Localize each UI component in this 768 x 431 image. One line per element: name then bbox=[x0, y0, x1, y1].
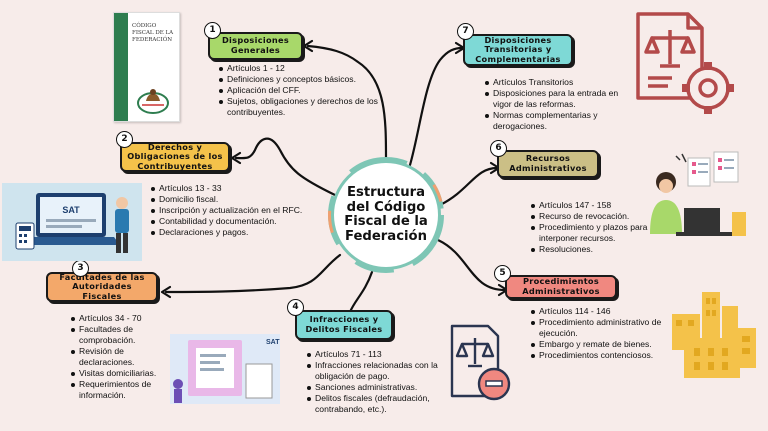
sat-documents-illustration: SAT bbox=[170, 334, 280, 404]
section-6-list: Artículos 147 - 158 Recurso de revocació… bbox=[528, 200, 669, 255]
section-6-item: Recurso de revocación. bbox=[531, 211, 669, 222]
section-4-title: Infracciones y Delitos Fiscales bbox=[305, 314, 383, 334]
section-5-item: Procedimientos contenciosos. bbox=[531, 350, 679, 361]
sat-logo-text: SAT bbox=[62, 205, 80, 215]
center-title: Estructura del Código Fiscal de la Feder… bbox=[331, 160, 441, 270]
book-cover-image: CÓDIGO FISCAL DE LA FEDERACIÓN bbox=[113, 12, 180, 122]
section-1-item: Artículos 1 - 12 bbox=[219, 63, 387, 74]
section-7-item: Artículos Transitorios bbox=[485, 77, 633, 88]
connector-7 bbox=[408, 46, 464, 167]
section-3-number: 3 bbox=[72, 260, 89, 277]
section-3-item: Requerimientos de información. bbox=[71, 379, 179, 401]
section-5-item: Embargo y remate de bienes. bbox=[531, 339, 679, 350]
section-5-item: Artículos 114 - 146 bbox=[531, 306, 679, 317]
connector-6 bbox=[438, 166, 499, 207]
arrow-1 bbox=[302, 39, 314, 53]
section-3-item: Revisión de declaraciones. bbox=[71, 346, 179, 368]
law-document-icon bbox=[636, 12, 734, 114]
section-3-item: Artículos 34 - 70 bbox=[71, 313, 179, 324]
section-4-item: Sanciones administrativas. bbox=[307, 382, 475, 393]
section-5-title: Procedimientos Administrativos bbox=[522, 276, 600, 296]
section-6-title: Recursos Administrativos bbox=[509, 153, 587, 173]
section-3-item: Visitas domiciliarias. bbox=[71, 368, 179, 379]
section-6-number: 6 bbox=[490, 140, 507, 157]
section-6-box: Recursos Administrativos bbox=[497, 150, 599, 178]
section-5-number: 5 bbox=[494, 265, 511, 282]
section-3-list: Artículos 34 - 70 Facultades de comproba… bbox=[68, 313, 179, 401]
section-1-box: Disposiciones Generales bbox=[208, 32, 303, 60]
section-7-title: Disposiciones Transitorias y Complementa… bbox=[475, 34, 561, 64]
section-4-box: Infracciones y Delitos Fiscales bbox=[295, 310, 393, 340]
section-2-number: 2 bbox=[116, 131, 133, 148]
section-4-number: 4 bbox=[287, 299, 304, 316]
book-title: CÓDIGO FISCAL DE LA FEDERACIÓN bbox=[132, 23, 174, 43]
section-2-list: Artículos 13 - 33 Domicilio fiscal. Insc… bbox=[148, 183, 311, 238]
section-1-number: 1 bbox=[204, 22, 221, 39]
section-6-item: Artículos 147 - 158 bbox=[531, 200, 669, 211]
section-5-list: Artículos 114 - 146 Procedimiento admini… bbox=[528, 306, 679, 361]
buildings-icon bbox=[672, 292, 756, 378]
section-2-item: Inscripción y actualización en el RFC. bbox=[151, 205, 311, 216]
section-3-box: Facultades de las Autoridades Fiscales bbox=[46, 272, 158, 302]
section-2-item: Declaraciones y pagos. bbox=[151, 227, 311, 238]
gear-teeth bbox=[682, 62, 734, 114]
gear-icon bbox=[686, 66, 730, 110]
section-2-item: Domicilio fiscal. bbox=[151, 194, 311, 205]
section-1-item: Definiciones y conceptos básicos. bbox=[219, 74, 387, 85]
section-3-title: Facultades de las Autoridades Fiscales bbox=[59, 271, 145, 301]
section-2-item: Artículos 13 - 33 bbox=[151, 183, 311, 194]
section-1-list: Artículos 1 - 12 Definiciones y concepto… bbox=[216, 63, 387, 118]
connector-1 bbox=[306, 44, 388, 162]
section-4-item: Infracciones relacionadas con la obligac… bbox=[307, 360, 475, 382]
mexico-seal-icon bbox=[137, 89, 169, 114]
section-2-item: Contabilidad y documentación. bbox=[151, 216, 311, 227]
section-5-box: Procedimientos Administrativos bbox=[505, 275, 617, 299]
section-7-box: Disposiciones Transitorias y Complementa… bbox=[463, 34, 573, 66]
section-1-title: Disposiciones Generales bbox=[221, 35, 290, 55]
section-6-item: Procedimiento y plazos para interponer r… bbox=[531, 222, 669, 244]
section-7-item: Disposiciones para la entrada en vigor d… bbox=[485, 88, 633, 110]
section-7-list: Artículos Transitorios Disposiciones par… bbox=[482, 77, 633, 132]
arrow-3 bbox=[160, 285, 172, 299]
connector-5 bbox=[436, 238, 507, 292]
connector-2 bbox=[234, 137, 337, 197]
sat-laptop-illustration: SAT bbox=[2, 183, 142, 261]
section-6-item: Resoluciones. bbox=[531, 244, 669, 255]
section-4-item: Artículos 71 - 113 bbox=[307, 349, 475, 360]
book-spine bbox=[114, 13, 128, 121]
connector-3 bbox=[164, 253, 342, 294]
section-2-box: Derechos y Obligaciones de los Contribuy… bbox=[120, 142, 230, 172]
center-ring bbox=[328, 157, 444, 273]
woman-computer-illustration bbox=[650, 151, 746, 236]
section-3-item: Facultades de comprobación. bbox=[71, 324, 179, 346]
section-1-item: Aplicación del CFF. bbox=[219, 85, 387, 96]
center-title-text: Estructura del Código Fiscal de la Feder… bbox=[344, 185, 428, 244]
section-1-item: Sujetos, obligaciones y derechos de los … bbox=[219, 96, 387, 118]
section-7-item: Normas complementarias y derogaciones. bbox=[485, 110, 633, 132]
arrow-2 bbox=[230, 151, 242, 165]
section-2-title: Derechos y Obligaciones de los Contribuy… bbox=[127, 141, 223, 171]
section-4-list: Artículos 71 - 113 Infracciones relacion… bbox=[304, 349, 475, 415]
section-4-item: Delitos fiscales (defraudación, contraba… bbox=[307, 393, 475, 415]
legal-document-minus-icon bbox=[450, 324, 511, 401]
section-7-number: 7 bbox=[457, 23, 474, 40]
section-5-item: Procedimiento administrativo de ejecució… bbox=[531, 317, 679, 339]
sat-logo-small: SAT bbox=[266, 339, 280, 346]
